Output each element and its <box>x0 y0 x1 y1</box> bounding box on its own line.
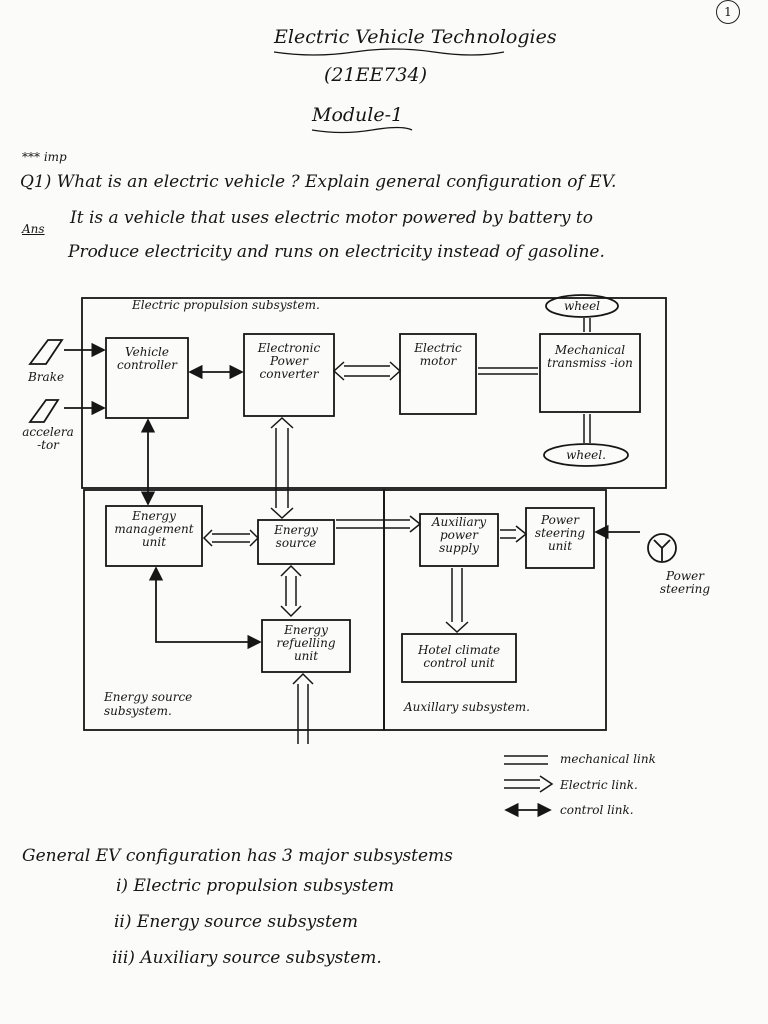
power-steering-unit-box <box>525 507 595 569</box>
aux-power-supply-label: Auxiliary power supply <box>431 515 487 555</box>
energy-management-label: Energy management unit <box>114 509 194 549</box>
power-converter-box <box>243 333 335 417</box>
brake-label: Brake <box>28 370 65 384</box>
importance-mark: *** imp <box>22 150 67 164</box>
mechanical-transmission-label: Mechanical transmiss -ion <box>547 343 633 370</box>
hotel-climate-box <box>401 633 517 683</box>
aux-power-supply-box <box>419 513 499 567</box>
power-steering-unit-label: Power steering unit <box>534 513 586 553</box>
answer-line-1: It is a vehicle that uses electric motor… <box>70 208 593 228</box>
energy-subsystem-label: Energy source subsystem. <box>104 690 193 718</box>
energy-management-box <box>105 505 203 567</box>
accelerator-label: accelera -tor <box>22 425 74 452</box>
answer-marker: Ans <box>22 222 45 236</box>
energy-refuelling-label: Energy refuelling unit <box>276 623 336 663</box>
energy-source-box <box>257 519 335 565</box>
wheel-top-ellipse <box>545 294 619 318</box>
vehicle-controller-box <box>105 337 189 419</box>
legend-control: control link. <box>560 803 634 817</box>
power-steering-label: Power steering <box>659 569 711 596</box>
mechanical-transmission-box <box>539 333 641 413</box>
answer-line-2: Produce electricity and runs on electric… <box>68 242 605 262</box>
vehicle-controller-label: Vehicle controller <box>117 345 177 372</box>
wheel-bottom-ellipse <box>543 443 629 467</box>
propulsion-subsystem-label: Electric propulsion subsystem. <box>132 298 320 312</box>
auxiliary-subsystem-border <box>383 489 607 731</box>
wheel-top-label: wheel <box>563 299 601 313</box>
legend-electric: Electric link. <box>560 778 638 792</box>
hotel-climate-label: Hotel climate control unit <box>417 643 501 670</box>
energy-source-label: Energy source <box>274 523 318 550</box>
auxiliary-subsystem-label: Auxillary subsystem. <box>404 700 530 714</box>
electric-motor-box <box>399 333 477 415</box>
page-number: 1 <box>716 0 740 24</box>
propulsion-subsystem-border <box>81 297 667 489</box>
question-text: Q1) What is an electric vehicle ? Explai… <box>20 172 617 192</box>
energy-refuelling-box <box>261 619 351 673</box>
page-title: Electric Vehicle Technologies <box>274 26 557 48</box>
summary-intro: General EV configuration has 3 major sub… <box>22 846 453 866</box>
summary-item-3: iii) Auxiliary source subsystem. <box>112 948 382 968</box>
module-heading: Module-1 <box>312 104 404 126</box>
summary-item-1: i) Electric propulsion subsystem <box>116 876 395 896</box>
course-code: (21EE734) <box>324 64 428 86</box>
power-converter-label: Electronic Power converter <box>257 341 321 381</box>
legend-mechanical: mechanical link <box>560 752 656 766</box>
wheel-bottom-label: wheel. <box>566 448 606 462</box>
summary-item-2: ii) Energy source subsystem <box>114 912 358 932</box>
electric-motor-label: Electric motor <box>414 341 462 368</box>
